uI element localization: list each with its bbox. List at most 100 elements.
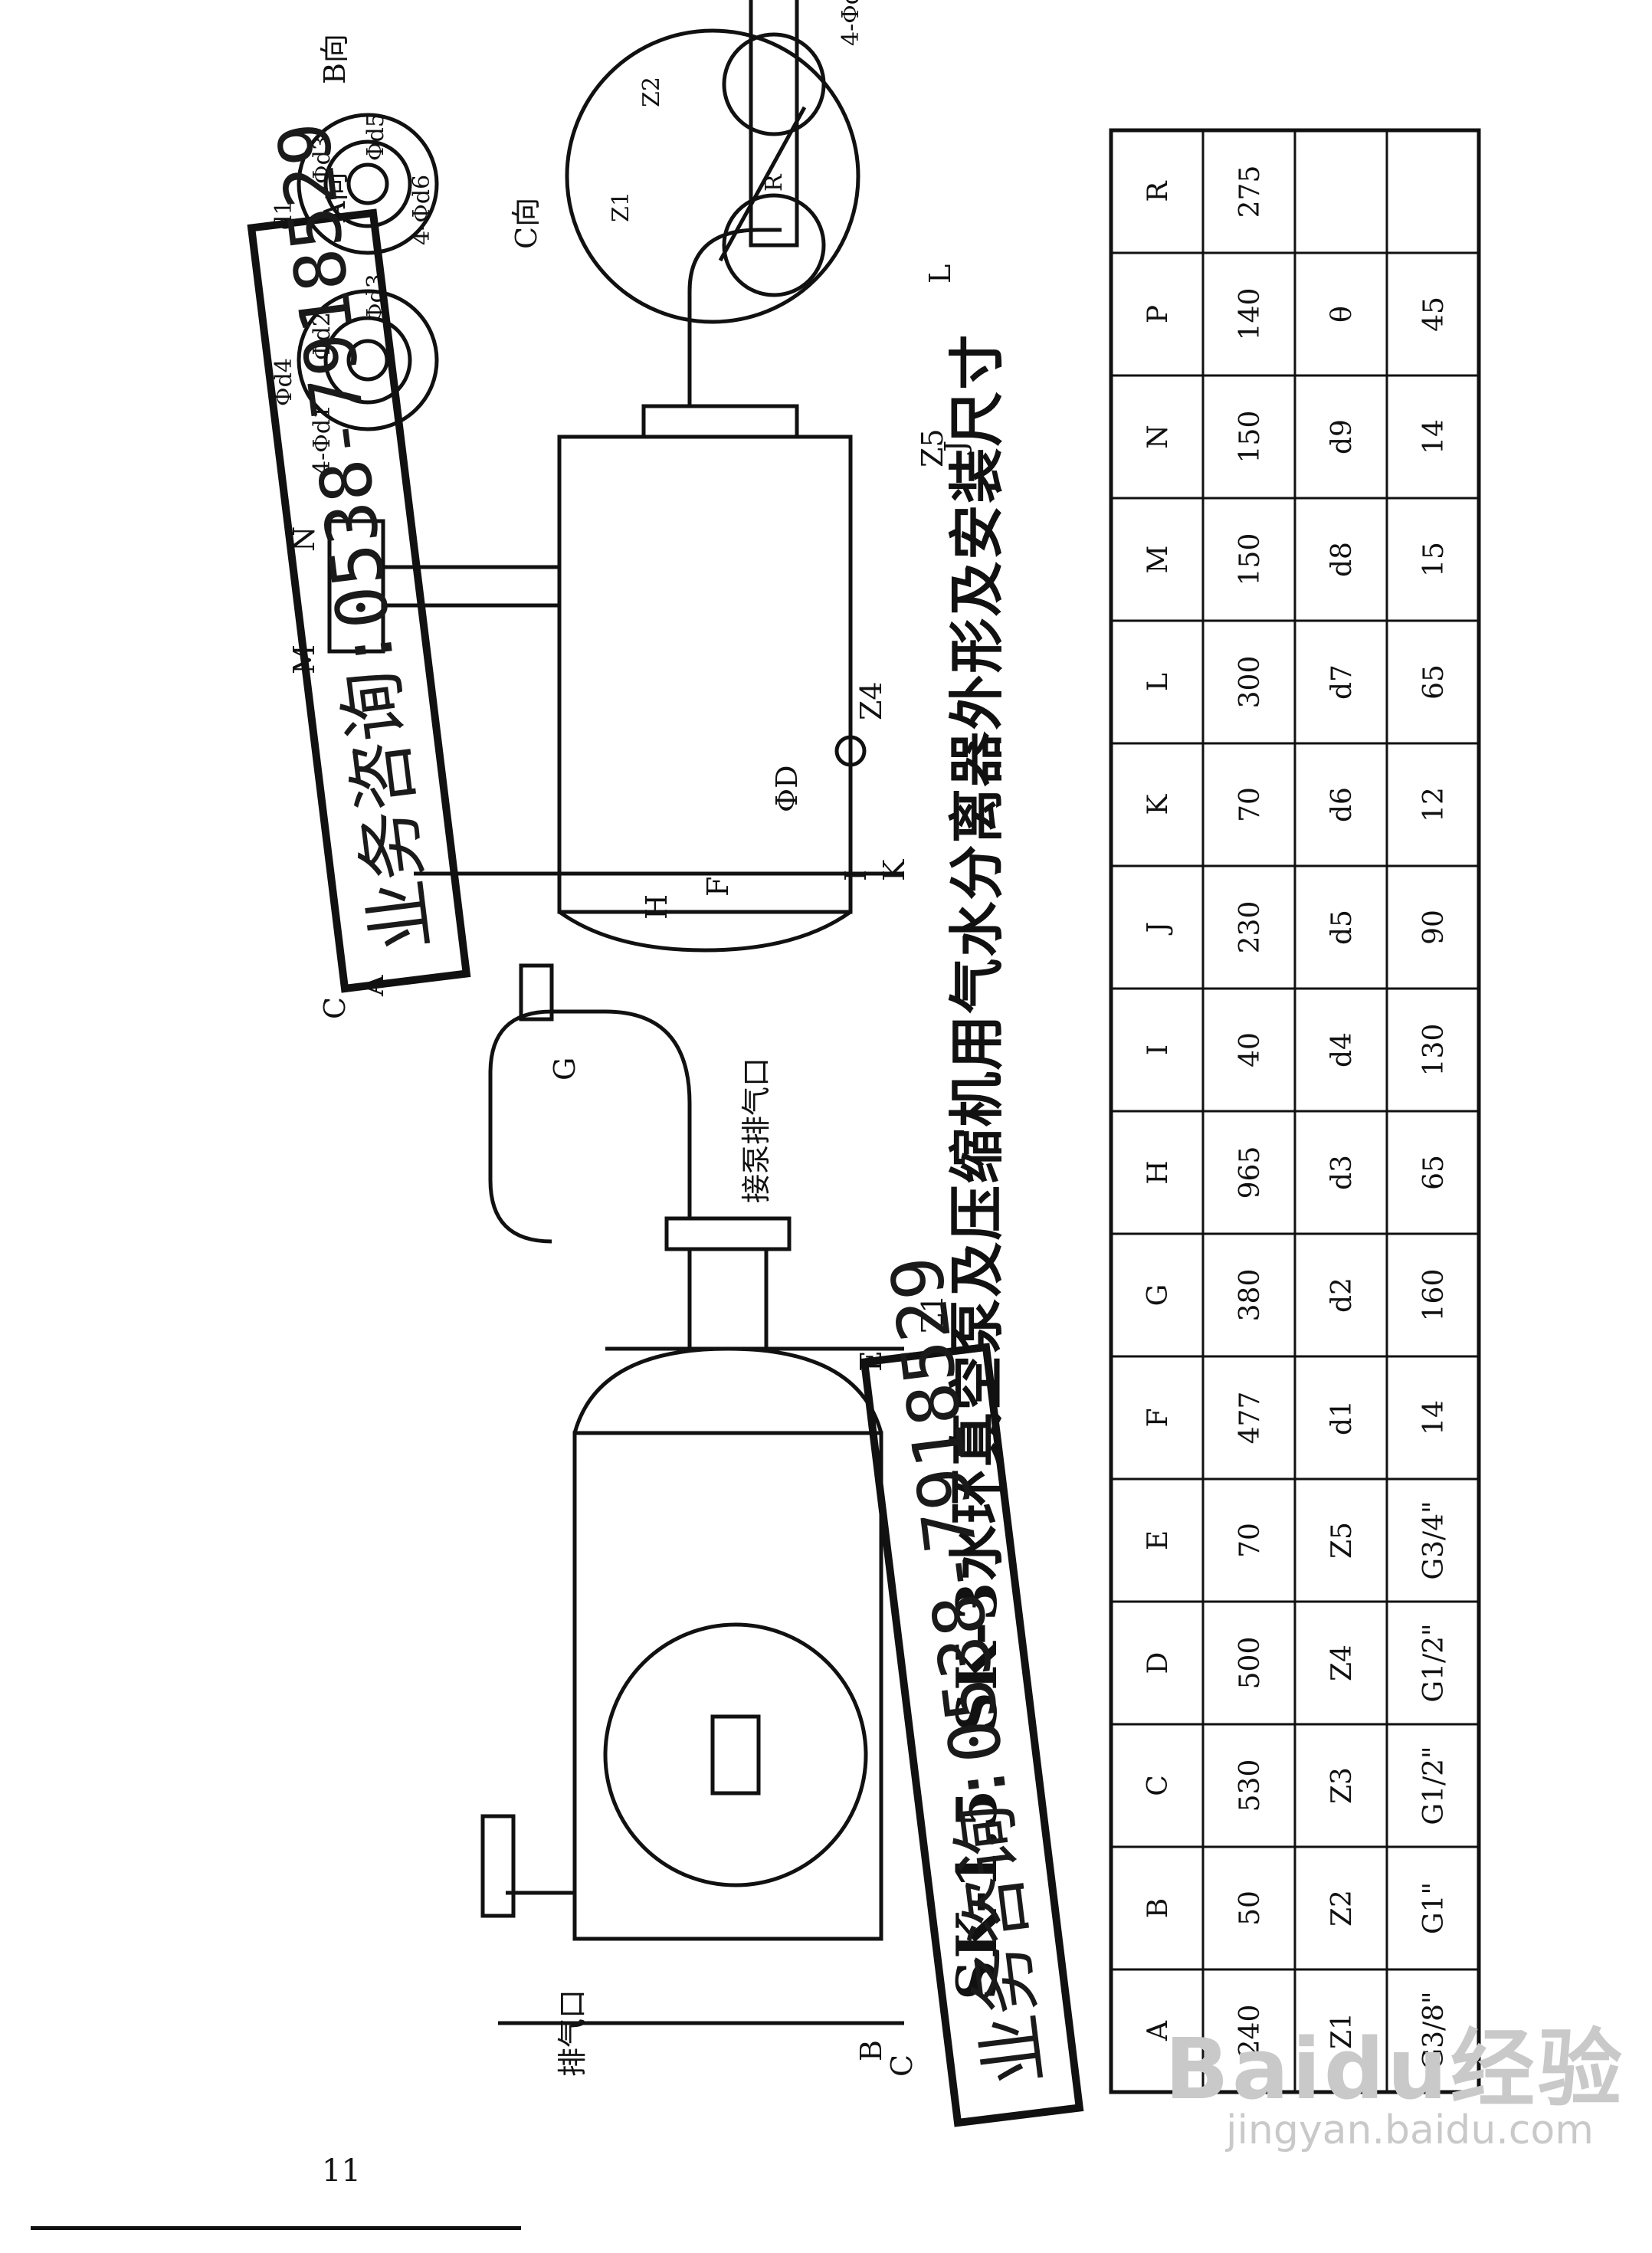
side-z4-port [834, 735, 867, 767]
dim-label-i: I [839, 870, 873, 881]
dim-label-h: H [640, 894, 674, 920]
dim-label-c2: C [318, 997, 352, 1019]
table-cell: G3/4" [1418, 1500, 1450, 1579]
manhole-cover [603, 1622, 868, 1887]
c-view-shell [565, 28, 860, 324]
watermark-brand: Baidu经验 [1165, 2020, 1625, 2118]
table-cell: 500 [1234, 1637, 1266, 1690]
u-pipe-flange [519, 963, 554, 1022]
table-cell: 14 [1418, 1400, 1450, 1435]
table-cell: D [1142, 1652, 1174, 1674]
exhaust-flange [480, 1814, 516, 1918]
c-label-z1: Z1 [608, 192, 634, 222]
side-nozzle-flange [327, 519, 385, 654]
dim-label-g: G [548, 1058, 582, 1081]
model-label: SK-1.5 [944, 1789, 1009, 2000]
b-view-inner [346, 162, 389, 205]
dim-label-j: J [939, 441, 972, 455]
table-cell: Z1 [1326, 2012, 1358, 2049]
a-view-mid [323, 316, 412, 405]
stamp-top: 业务咨询:0538-7918529 [247, 118, 471, 993]
table-cell: M [1142, 546, 1174, 574]
table-cell: 65 [1418, 1155, 1450, 1190]
table-cell: 380 [1234, 1269, 1266, 1322]
vessel-head [572, 1346, 883, 1434]
figure-caption: SK-3水环真空泵及压缩机用气水分离器外形及安装尺寸 [944, 333, 1009, 1732]
table-cell: G1/2" [1418, 1746, 1450, 1825]
vessel-body [572, 1431, 883, 1941]
table-cell: P [1142, 305, 1174, 323]
b-direction-view [297, 113, 439, 255]
table-cell: N [1142, 425, 1174, 449]
label-z1: Z1 [916, 1294, 949, 1333]
table-cell: 90 [1418, 910, 1450, 945]
table-cell: I [1142, 1045, 1174, 1055]
table-cell: G1" [1418, 1882, 1450, 1934]
table-cell: 150 [1234, 411, 1266, 464]
stamp-bottom-border [860, 1343, 1084, 2127]
watermark-url: jingyan.baidu.com [1226, 2107, 1594, 2153]
table-cell: 70 [1234, 787, 1266, 822]
b-view-mid [323, 139, 412, 228]
table-cell: 275 [1234, 166, 1266, 218]
label-phi-d: ΦD [770, 765, 804, 812]
table-cell: 965 [1234, 1146, 1266, 1199]
table-cell: 150 [1234, 533, 1266, 586]
table-cell: d7 [1326, 664, 1358, 700]
c-view-pipe-2 [722, 193, 826, 297]
side-view [327, 228, 867, 953]
table-cell: d5 [1326, 910, 1358, 945]
dim-label-l: L [923, 264, 957, 284]
dim-label-f: F [701, 877, 735, 897]
table-cell: G [1142, 1284, 1174, 1307]
dim-label-k: K [877, 859, 911, 881]
table-cell: Z4 [1326, 1645, 1358, 1681]
table-cell: 14 [1418, 419, 1450, 454]
table-cell: R [1142, 181, 1174, 202]
table-cell: C [1142, 1775, 1174, 1796]
table-cell: K [1142, 793, 1174, 815]
table-cell: d9 [1326, 419, 1358, 454]
exhaust-port-label: 排气口 [556, 1989, 589, 2077]
b-label-phi-d3: Φd3 [309, 136, 336, 184]
table-grid: ABCDEFGHIJKLMNPR240505305007047738096540… [1111, 130, 1479, 2092]
b-view-title: B向 [318, 34, 352, 84]
table-cell: d2 [1326, 1277, 1358, 1313]
table-cell: d4 [1326, 1032, 1358, 1067]
c-view-title: C向 [510, 198, 543, 249]
manhole-handle [710, 1714, 761, 1796]
table-cell: Z2 [1326, 1890, 1358, 1927]
table-cell: Z5 [1326, 1522, 1358, 1559]
side-vessel-bottom-head [558, 910, 852, 953]
side-top-flange [641, 404, 799, 439]
a-label-phi-d2: Φd2 [309, 312, 336, 360]
table-cell: d6 [1326, 787, 1358, 822]
c-view-pipe-1 [722, 32, 826, 136]
table-cell: 530 [1234, 1759, 1266, 1812]
pump-flange [664, 1216, 792, 1251]
table-cell: 70 [1234, 1523, 1266, 1558]
dim-label-c: C [885, 2055, 919, 2077]
table-cell: 15 [1418, 542, 1450, 577]
u-pipe [488, 1009, 692, 1244]
c-label-z2: Z2 [638, 77, 665, 107]
table-cell: θ [1326, 306, 1358, 323]
side-outlet-pipe [687, 228, 782, 406]
table-cell: E [1142, 1530, 1174, 1550]
b-label-phi-d5: Φd5 [362, 113, 389, 161]
table-cell: 160 [1418, 1269, 1450, 1322]
table-cell: 230 [1234, 901, 1266, 954]
label-z5: Z5 [916, 428, 949, 467]
table-cell: 45 [1418, 297, 1450, 332]
table-cell: A [1142, 2020, 1174, 2041]
footer-rule [31, 2226, 521, 2230]
table-cell: 140 [1234, 288, 1266, 341]
table-cell: 40 [1234, 1032, 1266, 1067]
page-number: 11 [322, 2153, 361, 2189]
table-cell: 477 [1234, 1392, 1266, 1445]
a-direction-view [297, 289, 439, 431]
table-cell: d3 [1326, 1155, 1358, 1190]
